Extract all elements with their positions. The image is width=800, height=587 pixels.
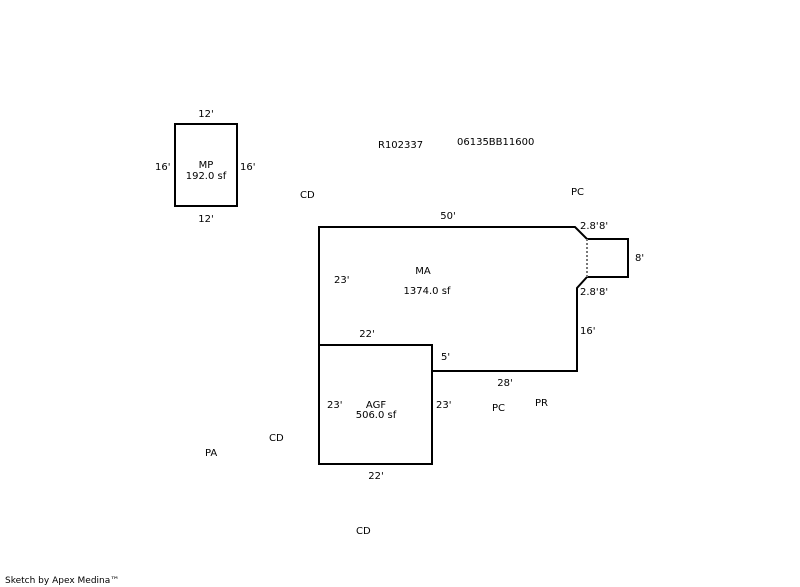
- parcel-id-label: R102337: [378, 140, 423, 151]
- ma-bottom-dimension: 28': [497, 378, 512, 389]
- agf-right-dimension: 23': [436, 400, 451, 411]
- agf-left-dimension: 23': [327, 400, 342, 411]
- pc-code-label: PC: [571, 187, 584, 198]
- map-number-label: 06135BB11600: [457, 137, 534, 148]
- ma-bay-upper-diagonal: 2.8': [580, 221, 599, 232]
- mp-code-label: MP: [199, 160, 214, 171]
- ma-top-dimension: 50': [440, 211, 455, 222]
- mp-right-dimension: 16': [240, 162, 255, 173]
- mp-area-outline: [174, 123, 238, 207]
- ma-right-dimension: 16': [580, 326, 595, 337]
- mp-top-dimension: 12': [198, 109, 213, 120]
- ma-step-dimension: 5': [441, 352, 450, 363]
- agf-area-outline: [318, 344, 433, 465]
- mp-left-dimension: 16': [155, 162, 170, 173]
- ma-left-dimension: 23': [334, 275, 349, 286]
- ma-area-label: 1374.0 sf: [404, 286, 451, 297]
- ma-code-label: MA: [415, 266, 431, 277]
- pr-code-label: PR: [535, 398, 548, 409]
- ma-bay-lower-width: 8': [599, 287, 608, 298]
- cd-code-label: CD: [300, 190, 315, 201]
- ma-bay-lower-diagonal: 2.8': [580, 287, 599, 298]
- cd-code-label: CD: [356, 526, 371, 537]
- agf-area-label: 506.0 sf: [356, 410, 397, 421]
- cd-code-label: CD: [269, 433, 284, 444]
- ma-inner-top-dimension: 22': [359, 329, 374, 340]
- pa-code-label: PA: [205, 448, 217, 459]
- agf-code-label: AGF: [366, 400, 386, 411]
- ma-bay-depth: 8': [635, 253, 644, 264]
- agf-bottom-dimension: 22': [368, 471, 383, 482]
- mp-area-label: 192.0 sf: [186, 171, 227, 182]
- ma-area-outline: [318, 226, 629, 464]
- ma-bay-upper-width: 8': [599, 221, 608, 232]
- mp-bottom-dimension: 12': [198, 214, 213, 225]
- sketch-credit: Sketch by Apex Medina™: [5, 576, 119, 586]
- pc-code-label: PC: [492, 403, 505, 414]
